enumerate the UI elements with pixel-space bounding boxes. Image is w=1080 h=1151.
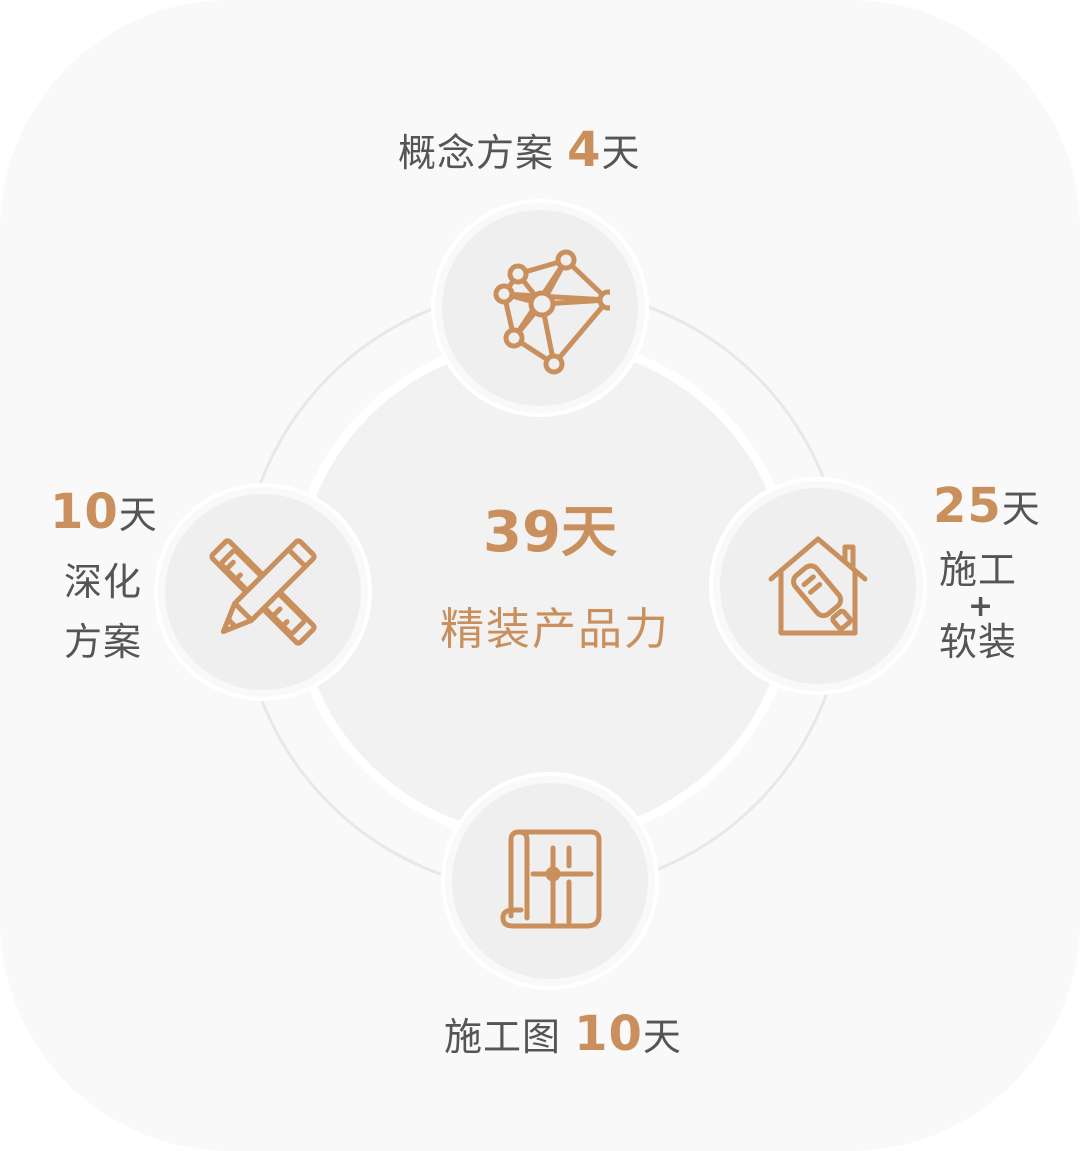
node-deepening [165,494,361,690]
label-deepening-days: 10天 [50,488,158,536]
node-drawings [452,783,648,979]
center-disc [288,335,798,845]
stage-name: 概念方案 [398,131,555,175]
label-concept: 概念方案 4天 [398,126,641,174]
house-paint-roller-icon [768,536,868,636]
center-days-unit: 天 [560,500,617,565]
center-days-number: 39 [483,500,561,565]
label-construction-line1: 施工 [939,548,1018,592]
node-concept [442,210,638,406]
label-construction-plus: + [968,589,995,624]
stage-days-number: 4 [567,122,602,178]
network-polyhedron-icon [493,249,610,375]
label-construction-days: 25天 [933,482,1041,530]
label-construction-line2: 软装 [939,620,1018,664]
node-construction [720,488,916,684]
stage-days-unit: 天 [118,493,158,537]
center-subtitle: 精装产品力 [440,604,670,655]
label-deepening-line1: 深化 [64,560,143,604]
stage-days-unit: 天 [642,1015,682,1059]
pencil-ruler-icon [209,538,317,646]
stage-name: 施工图 [444,1015,562,1059]
center-total-days: 39天 [440,505,660,561]
stage-days-number: 25 [933,478,1002,534]
stage-days-unit: 天 [601,131,641,175]
label-deepening-line2: 方案 [64,620,143,664]
blueprint-scroll-icon [500,829,602,929]
stage-days-number: 10 [50,484,119,540]
label-drawings: 施工图 10天 [444,1010,682,1058]
stage-days-number: 10 [574,1006,643,1062]
stage-days-unit: 天 [1001,487,1041,531]
